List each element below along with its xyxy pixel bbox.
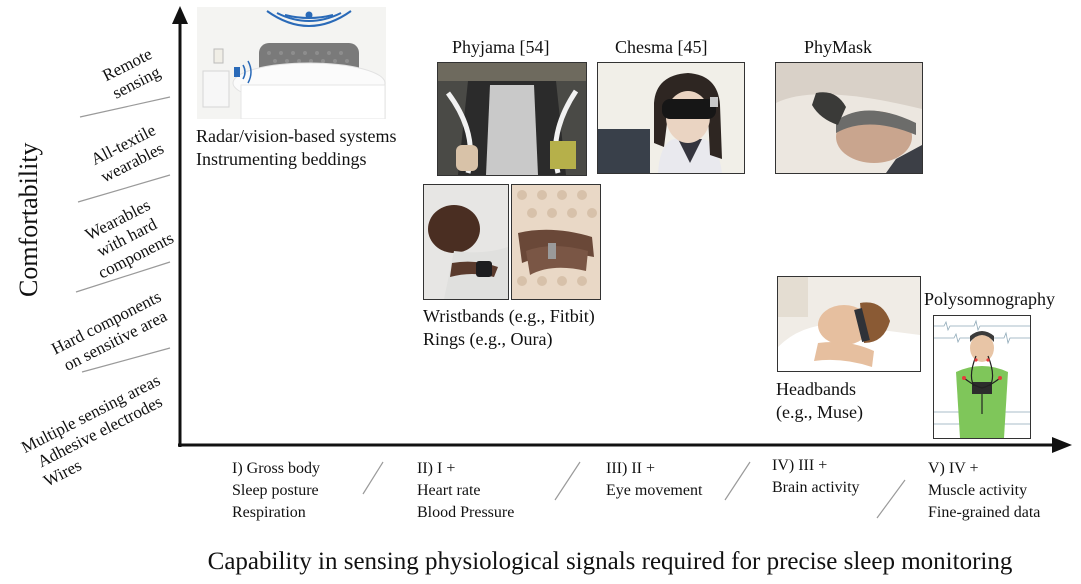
x-axis-arrowhead [1052,437,1072,453]
x-level-3: III) II + Eye movement [606,460,703,499]
wristband-label: Wristbands (e.g., Fitbit) Rings (e.g., O… [423,306,595,349]
y-axis-arrowhead [172,6,188,24]
x-level-2: II) I + Heart rate Blood Pressure [417,460,515,521]
phymask-title: PhyMask [804,37,873,57]
chesma-image [597,62,745,174]
phyjama-title: Phyjama [54] [452,37,550,57]
y-axis-title: Comfortability [14,142,43,297]
x-axis-title: Capability in sensing physiological sign… [207,548,1013,575]
x-level-1: I) Gross body Sleep posture Respiration [232,460,320,521]
headband-image [777,276,921,372]
wristband-image [423,184,509,300]
y-divider [81,347,171,373]
radar-label: Radar/vision-based systems Instrumenting… [196,126,397,169]
y-divider [77,174,171,203]
x-level-5: V) IV + Muscle activity Fine-grained dat… [928,460,1041,521]
x-divider [362,461,384,495]
y-divider [75,261,171,293]
psg-image [933,315,1031,439]
x-divider [554,461,581,501]
x-level-4: IV) III + Brain activity [772,457,860,496]
bedroom-radar-image [197,7,386,119]
x-divider [724,461,751,501]
x-divider [876,479,906,519]
headband-label: Headbands (e.g., Muse) [776,379,863,422]
phyjama-image [437,62,587,176]
chesma-title: Chesma [45] [615,37,708,57]
phymask-image [775,62,923,174]
psg-title: Polysomnography [924,289,1056,309]
ring-image [511,184,601,300]
y-divider [79,96,171,118]
